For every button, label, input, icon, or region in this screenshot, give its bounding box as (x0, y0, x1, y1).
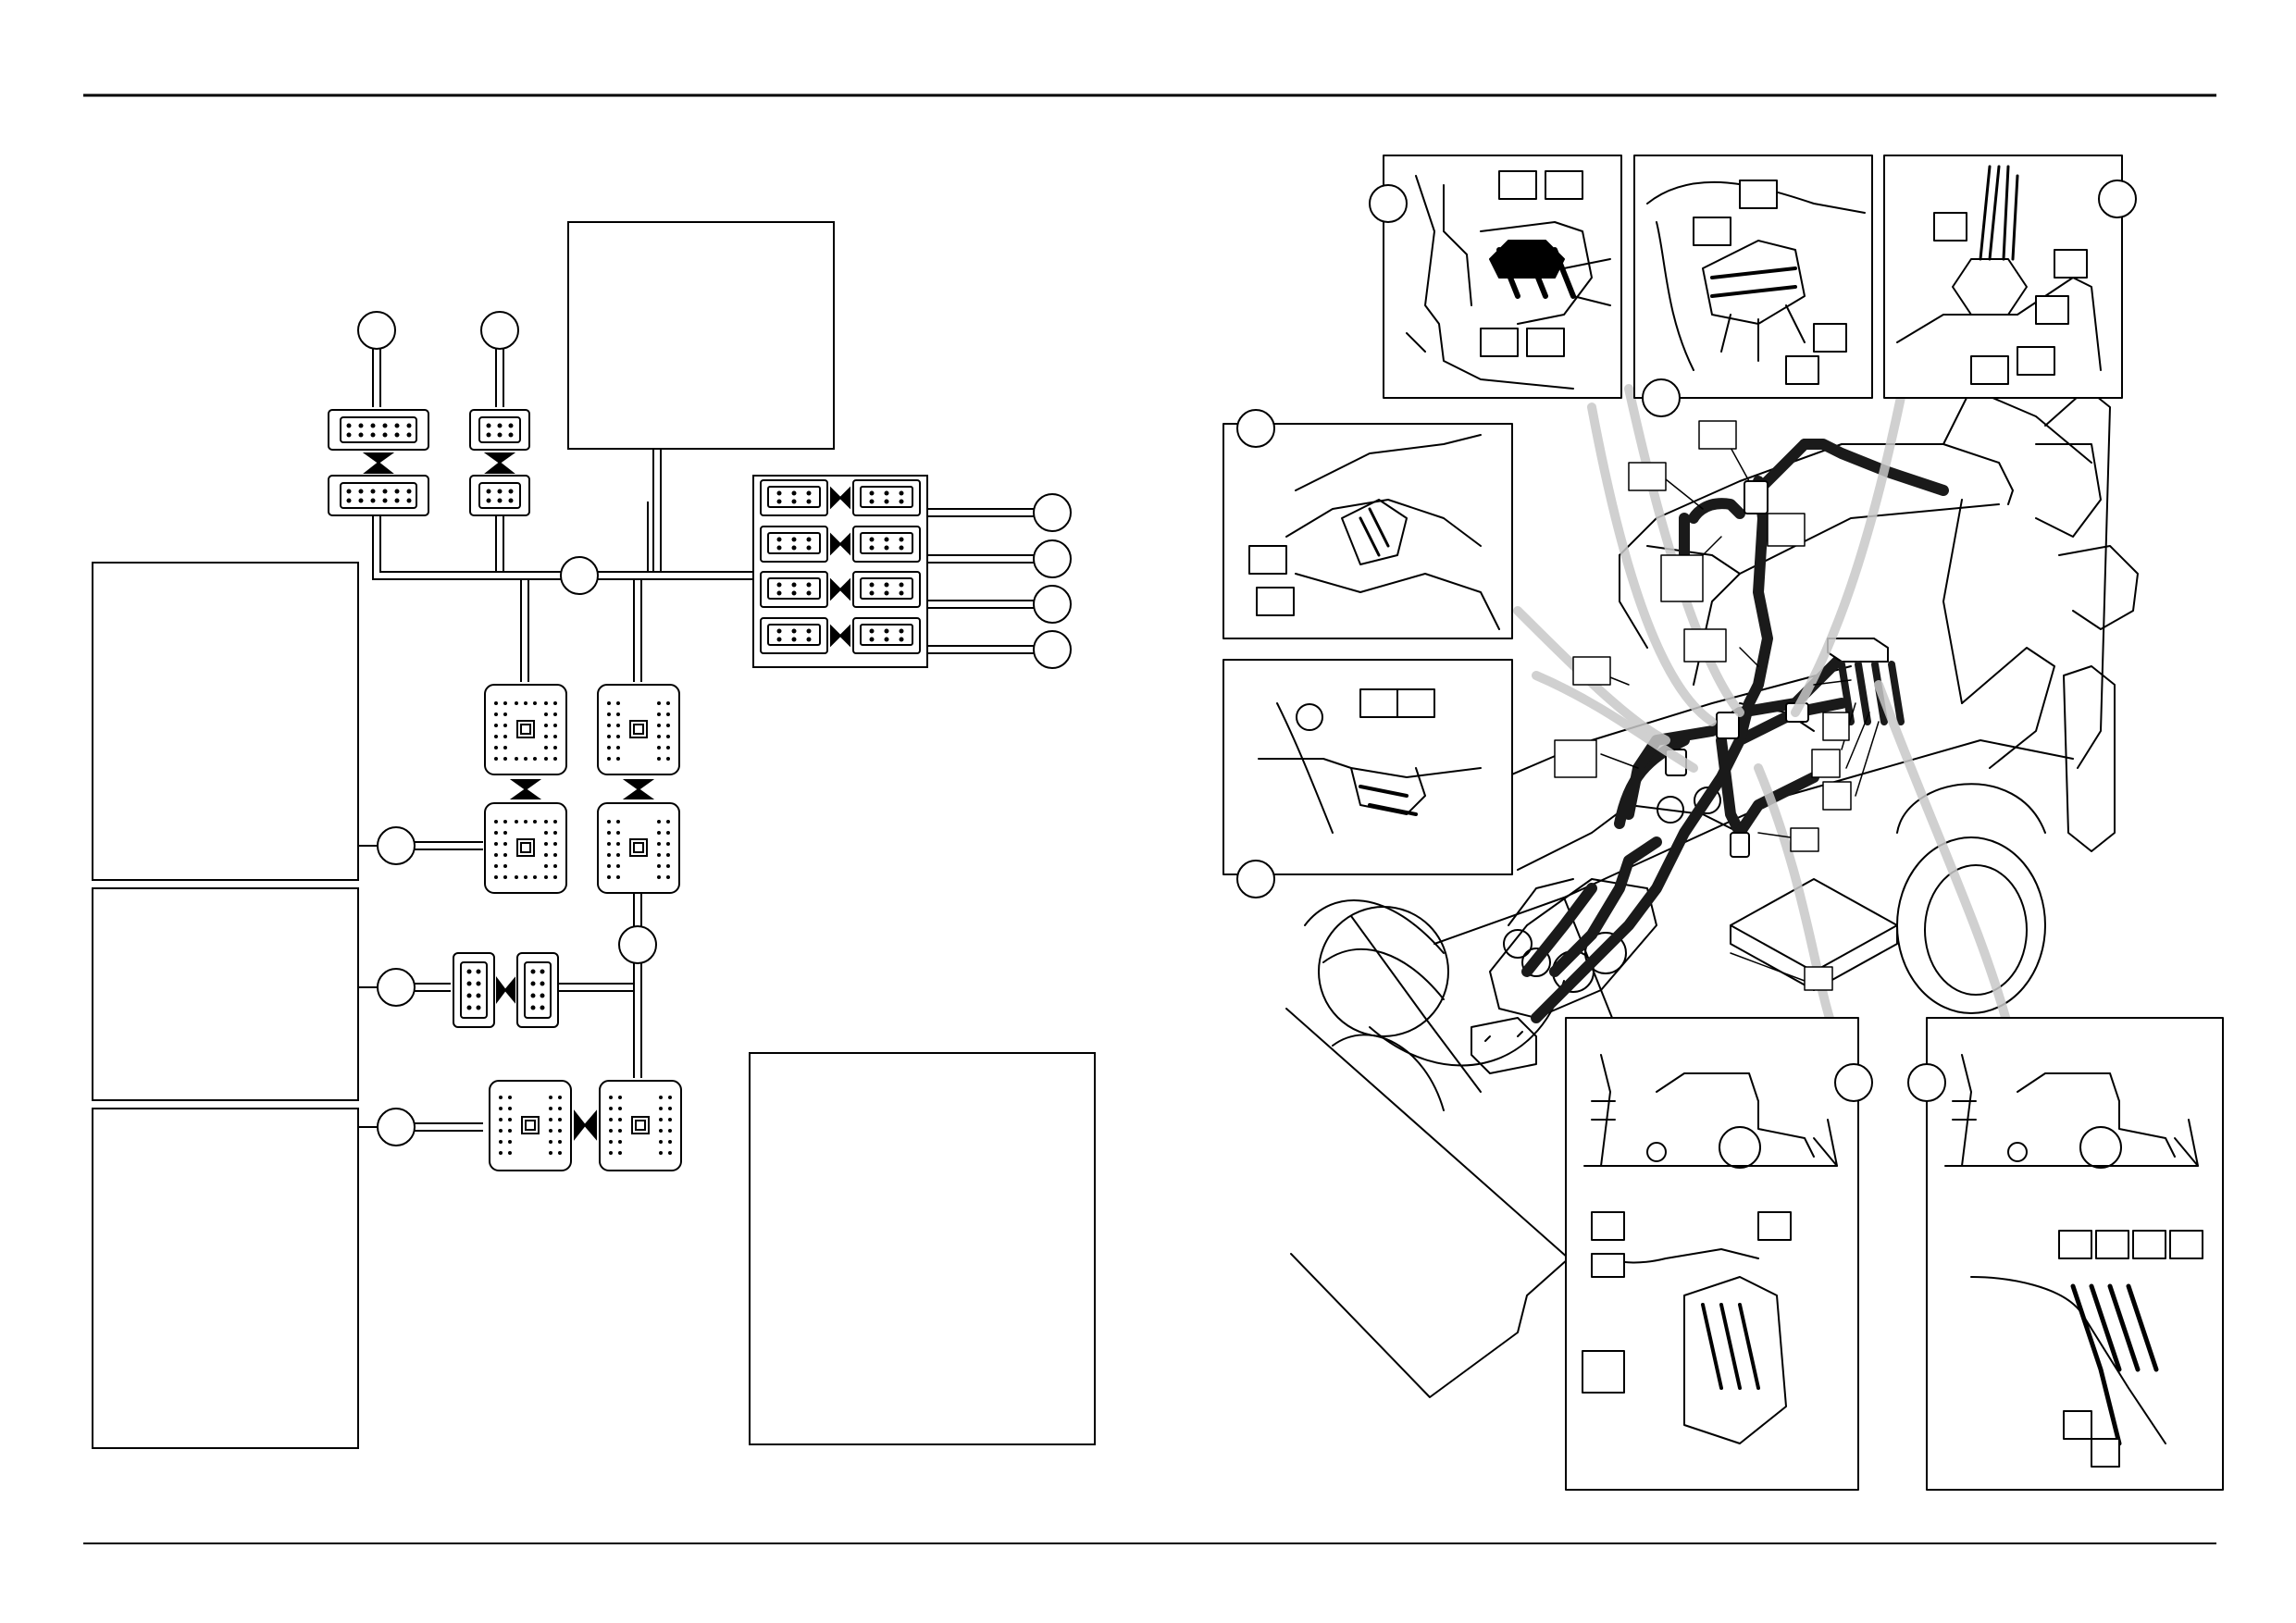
label-box-left-2 (92, 887, 359, 1101)
circle-right-4 (1033, 630, 1072, 669)
loader-bucket (1285, 899, 1570, 1398)
circle-junction-lower (618, 925, 657, 964)
label-box-left-3 (92, 1108, 359, 1449)
connector-pair-vertical (453, 952, 559, 1028)
detail-view-mid-left-2 (1222, 659, 1513, 898)
circle-left-2 (377, 968, 416, 1007)
schematic (92, 221, 1096, 1449)
label-box-top (567, 221, 835, 450)
circle-right-2 (1033, 539, 1072, 578)
detail-view-mid-left-1 (1222, 409, 1513, 639)
detail-view-top-left (1369, 155, 1622, 399)
connector-bank-right (752, 475, 928, 668)
circle-junction-main (560, 556, 599, 595)
ecu-connector-pair-bottom (489, 1080, 682, 1171)
front-wheel (1318, 906, 1565, 1067)
circle-left-1 (377, 826, 416, 865)
circle-top-2 (480, 311, 519, 350)
ecu-connector-pair-2 (597, 684, 680, 894)
detail-view-bottom-2 (1907, 1017, 2224, 1491)
connector-pair-b (469, 409, 530, 516)
detail-view-top-middle (1633, 155, 1873, 417)
circle-right-3 (1033, 585, 1072, 624)
label-box-left-1 (92, 562, 359, 881)
ecu-connector-pair-1 (484, 684, 567, 894)
main-callout-boxes (1554, 420, 1852, 991)
machine-body (1433, 388, 2139, 1074)
circle-top-1 (357, 311, 396, 350)
circle-right-1 (1033, 493, 1072, 532)
connector-pair-a (328, 409, 429, 516)
detail-view-top-right (1883, 155, 2137, 399)
label-box-right (749, 1052, 1096, 1445)
machine-illustration (1222, 155, 2224, 1491)
circle-left-3 (377, 1108, 416, 1146)
harness-connectors (1665, 480, 1905, 858)
detail-view-bottom-1 (1565, 1017, 1873, 1491)
